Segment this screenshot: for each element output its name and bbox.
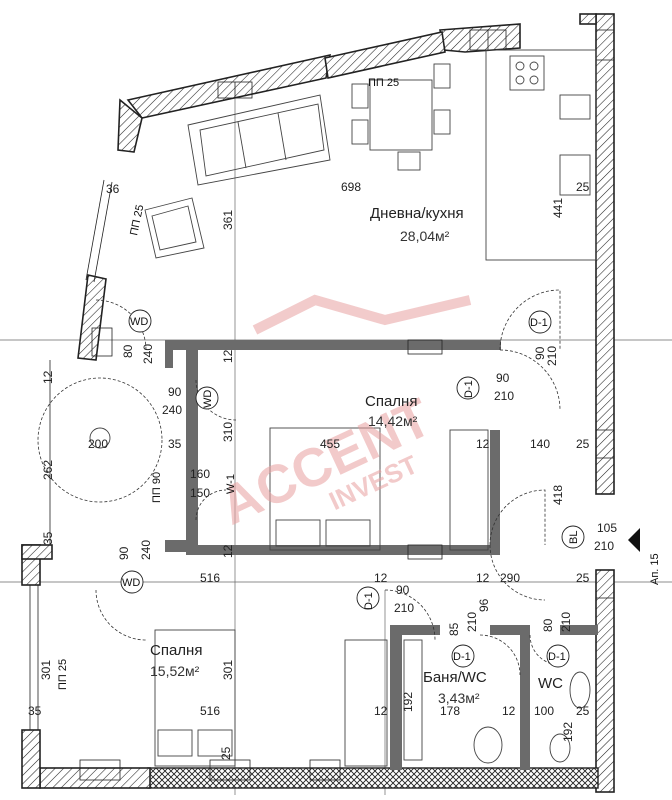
dim-12a: 12	[221, 349, 235, 363]
dim-301a: 301	[39, 660, 53, 680]
dim-441: 441	[551, 198, 565, 218]
room-name-bedroom1: Спалня	[365, 393, 417, 410]
dim-25e: 25	[219, 746, 233, 760]
dim-12g: 12	[374, 704, 388, 718]
dim-240a: 240	[141, 344, 155, 364]
dim-35a: 35	[168, 437, 182, 451]
label-pp25-top: ПП 25	[368, 77, 399, 89]
room-name-bath: Баня/WC	[423, 669, 487, 686]
dim-85: 85	[447, 622, 461, 636]
room-name-wc: WC	[538, 675, 563, 692]
interior-walls	[165, 340, 598, 770]
element-tags: ПП 25 ПП 25 ПП 90 ПП 25 W-1 WD WD WD D-1…	[57, 77, 661, 690]
dim-178: 178	[440, 704, 460, 718]
dim-90e: 90	[396, 583, 410, 597]
label-d1-e: D-1	[548, 651, 566, 663]
room-area-bedroom1: 14,42м²	[368, 413, 418, 429]
dim-12b: 12	[41, 370, 55, 384]
dim-516b: 516	[200, 704, 220, 718]
dim-210d: 210	[394, 601, 414, 615]
dim-12d: 12	[221, 544, 235, 558]
dim-418: 418	[551, 485, 565, 505]
dim-35c: 35	[28, 704, 42, 718]
dim-310: 310	[221, 422, 235, 442]
label-d1-d: D-1	[453, 651, 471, 663]
dim-105: 105	[597, 521, 617, 535]
dim-200: 200	[88, 437, 108, 451]
dim-90d: 90	[117, 546, 131, 560]
dim-240b: 240	[162, 403, 182, 417]
dim-96: 96	[477, 598, 491, 612]
label-pp25-left: ПП 25	[128, 204, 146, 237]
dim-12e: 12	[374, 571, 388, 585]
room-name-bedroom2: Спалня	[150, 642, 202, 659]
window-frames	[29, 29, 615, 781]
dim-36: 36	[106, 182, 120, 196]
label-pp90: ПП 90	[151, 472, 163, 503]
dim-90c: 90	[496, 371, 510, 385]
exterior-walls	[21, 13, 615, 793]
dim-210c: 210	[594, 539, 614, 553]
dim-140: 140	[530, 437, 550, 451]
label-w1: W-1	[225, 474, 237, 494]
label-d1-c: D-1	[363, 592, 375, 610]
dim-301b: 301	[221, 660, 235, 680]
dim-192b: 192	[561, 722, 575, 742]
dim-80b: 80	[541, 618, 555, 632]
dim-35b: 35	[41, 531, 55, 545]
dimensions: 36 698 25 441 361 80 240 12 90 240 12 31…	[28, 180, 617, 760]
dim-210b: 210	[494, 389, 514, 403]
furniture	[37, 49, 597, 767]
dim-12h: 12	[502, 704, 516, 718]
dim-12f: 12	[476, 571, 490, 585]
dim-516a: 516	[200, 571, 220, 585]
dim-25d: 25	[576, 704, 590, 718]
dim-361: 361	[221, 210, 235, 230]
label-bl: BL	[568, 531, 580, 544]
dim-455: 455	[320, 437, 340, 451]
dim-290: 290	[500, 571, 520, 585]
dim-90b: 90	[533, 346, 547, 360]
dim-25c: 25	[576, 571, 590, 585]
dim-100: 100	[534, 704, 554, 718]
dim-210e: 210	[465, 612, 479, 632]
label-d1-b: D-1	[463, 380, 475, 398]
dim-160: 160	[190, 467, 210, 481]
watermark: ACCENT INVEST	[211, 294, 472, 537]
label-pp25-bottom: ПП 25	[57, 659, 69, 690]
dim-150: 150	[190, 486, 210, 500]
label-wd-2: WD	[202, 390, 214, 408]
dim-25b: 25	[576, 437, 590, 451]
label-d1-a: D-1	[530, 317, 548, 329]
dim-12c: 12	[476, 437, 490, 451]
dim-80a: 80	[121, 344, 135, 358]
arrow-icon	[628, 528, 640, 552]
dim-192a: 192	[401, 692, 415, 712]
dim-262: 262	[41, 460, 55, 480]
label-apartment: Ап. 15	[649, 553, 661, 585]
door-swings	[95, 289, 561, 676]
dim-210a: 210	[545, 346, 559, 366]
dim-210f: 210	[559, 612, 573, 632]
room-labels: Дневна/кухня 28,04м² Спалня 14,42м² Спал…	[150, 205, 563, 706]
dim-90a: 90	[168, 385, 182, 399]
dim-25a: 25	[576, 180, 590, 194]
room-area-bath: 3,43м²	[438, 690, 480, 706]
room-area-bedroom2: 15,52м²	[150, 663, 200, 679]
label-wd-3: WD	[122, 577, 140, 589]
room-name-living: Дневна/кухня	[370, 205, 464, 222]
dim-698: 698	[341, 180, 361, 194]
room-area-living: 28,04м²	[400, 228, 450, 244]
dim-240c: 240	[139, 540, 153, 560]
label-wd-1: WD	[130, 316, 148, 328]
